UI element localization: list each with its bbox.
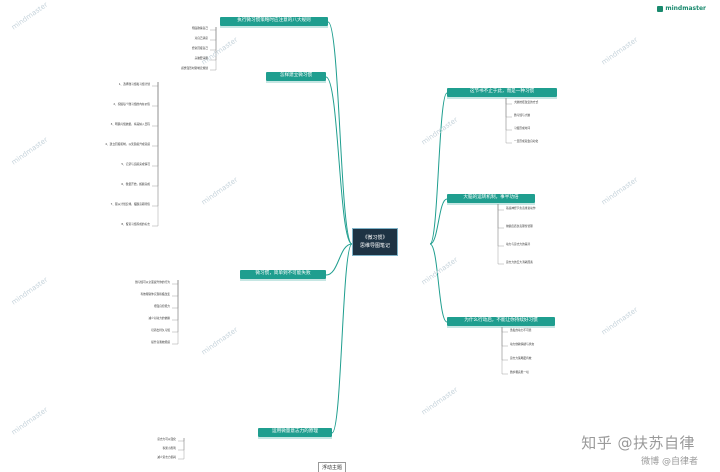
leaf-topic[interactable]: 3、明确习惯依据，将其纳入日程 [110, 122, 150, 126]
connector-line [325, 243, 353, 276]
leaf-topic[interactable]: 7、服从计划安排，摆脱高期待值 [110, 202, 150, 206]
author-watermark: 知乎 @扶苏自律 [581, 434, 695, 452]
leaf-topic[interactable]: 头脑要清醒 [194, 56, 208, 60]
logo-icon [657, 5, 664, 12]
leaf-topic[interactable]: 减少意志力损耗 [157, 455, 176, 459]
connector-line [210, 27, 217, 51]
leaf-topic[interactable]: 微习惯与大脑 [514, 113, 531, 117]
leaf-topic[interactable]: 2、挖掘每个微习惯的内在价值 [113, 102, 150, 106]
connector-line [172, 280, 179, 333]
connector-line [172, 280, 179, 297]
mindmaster-logo: mindmaster [657, 5, 706, 12]
connector-line [152, 82, 159, 127]
connector-line [152, 82, 159, 107]
leaf-topic[interactable]: 激发的动力不可靠 [510, 328, 532, 332]
leaf-topic[interactable]: 习惯形成时间 [514, 126, 531, 130]
connector-line [210, 27, 217, 31]
connector-line [152, 82, 159, 187]
branch-topic[interactable]: 微习惯，简单到不可能失败 [240, 270, 326, 279]
connector-line [497, 204, 504, 211]
branch-topic[interactable]: 怎样建立微习惯 [266, 72, 326, 81]
leaf-topic[interactable]: 一旦形成就会自动化 [514, 139, 539, 143]
connector-line [497, 204, 504, 247]
leaf-topic[interactable]: 意志力策略更有效 [510, 356, 532, 360]
leaf-topic[interactable]: 彻底欺骗自己 [191, 26, 208, 30]
connector-line [501, 327, 508, 333]
leaf-topic[interactable]: 感觉强烈时别制定规划 [181, 66, 208, 70]
connector-line [210, 27, 217, 41]
branch-topic[interactable]: 运用微量意志力的原理 [258, 428, 332, 437]
connector-line [505, 98, 512, 131]
leaf-topic[interactable]: 8、留意习惯养成的标志 [121, 222, 150, 226]
leaf-topic[interactable]: 增强自控能力 [153, 304, 170, 308]
connector-line [327, 21, 353, 245]
leaf-topic[interactable]: 前额皮质负责理性管理 [506, 224, 533, 228]
connector-line [505, 98, 512, 105]
connector-line [178, 438, 185, 460]
connector-line [178, 438, 185, 442]
leaf-topic[interactable]: 意志力可以强化 [157, 437, 176, 441]
branch-topic[interactable]: 为什么行动后，不能让你持续好习惯 [447, 317, 555, 326]
central-title: 《微习惯》 [362, 235, 388, 241]
connector-line [505, 98, 512, 144]
connector-line [325, 76, 353, 245]
branch-topic[interactable]: 大脑的运转机制，事半功倍 [447, 194, 535, 203]
connector-line [172, 280, 179, 345]
leaf-topic[interactable]: 对自己满意 [194, 36, 208, 40]
leaf-topic[interactable]: 基底神经节负责重复动作 [506, 206, 536, 210]
connector-line [501, 327, 508, 375]
leaf-topic[interactable]: 减少对动力的依赖 [148, 316, 171, 320]
connector-line [152, 82, 159, 147]
leaf-topic[interactable]: 培养出持久习惯 [151, 328, 170, 332]
connector-line [152, 82, 159, 227]
connector-line [178, 438, 185, 451]
connector-line [152, 82, 159, 87]
weibo-watermark: 微博 @自律者 [641, 457, 698, 467]
leaf-topic[interactable]: 经常回报自己 [191, 46, 208, 50]
branch-topic[interactable]: 执行微习惯策略时应注意的八大规则 [220, 17, 328, 26]
connector-line [152, 82, 159, 167]
connector-line [429, 198, 448, 245]
leaf-topic[interactable]: 微步骤完胜一切 [510, 370, 529, 374]
connector-line [501, 327, 508, 347]
leaf-topic[interactable]: 提升自我效能感 [151, 340, 170, 344]
leaf-topic[interactable]: 1、选择微习惯和习惯计划 [118, 82, 150, 86]
floating-topic[interactable]: 浮动主题 [318, 462, 347, 472]
leaf-topic[interactable]: 5、记录与追踪完成情况 [121, 162, 150, 166]
leaf-topic[interactable]: 微习惯可以全面提升你的行为 [135, 280, 170, 284]
leaf-topic[interactable]: 动力依赖情绪与状态 [510, 342, 535, 346]
connector-line [172, 280, 179, 321]
connector-line [331, 243, 353, 434]
leaf-topic[interactable]: 大脑抗拒改变的方式 [514, 100, 539, 104]
leaf-topic[interactable]: 动力与意志力的差异 [506, 242, 531, 246]
branch-topic[interactable]: 这节书不止于此，而是一种习惯 [447, 88, 557, 97]
leaf-topic[interactable]: 积累小胜利 [162, 446, 176, 450]
leaf-topic[interactable]: 6、微量开始，超额完成 [121, 182, 150, 186]
connector-line [210, 27, 217, 71]
connector-line [497, 204, 504, 229]
connector-line [497, 204, 504, 265]
connector-line [429, 243, 448, 323]
leaf-topic[interactable]: 有效帮助你实现积极改变 [140, 292, 170, 296]
connector-line [429, 92, 448, 245]
connector-line [152, 82, 159, 207]
connector-line [172, 280, 179, 285]
leaf-topic[interactable]: 意志力的五大消耗因素 [506, 260, 533, 264]
central-topic[interactable]: 《微习惯》 思维导图笔记 [352, 228, 399, 256]
connector-line [505, 98, 512, 118]
leaf-topic[interactable]: 4、建立回报机制，以奖励提升成就感 [105, 142, 150, 146]
central-subtitle: 思维导图笔记 [360, 243, 391, 249]
